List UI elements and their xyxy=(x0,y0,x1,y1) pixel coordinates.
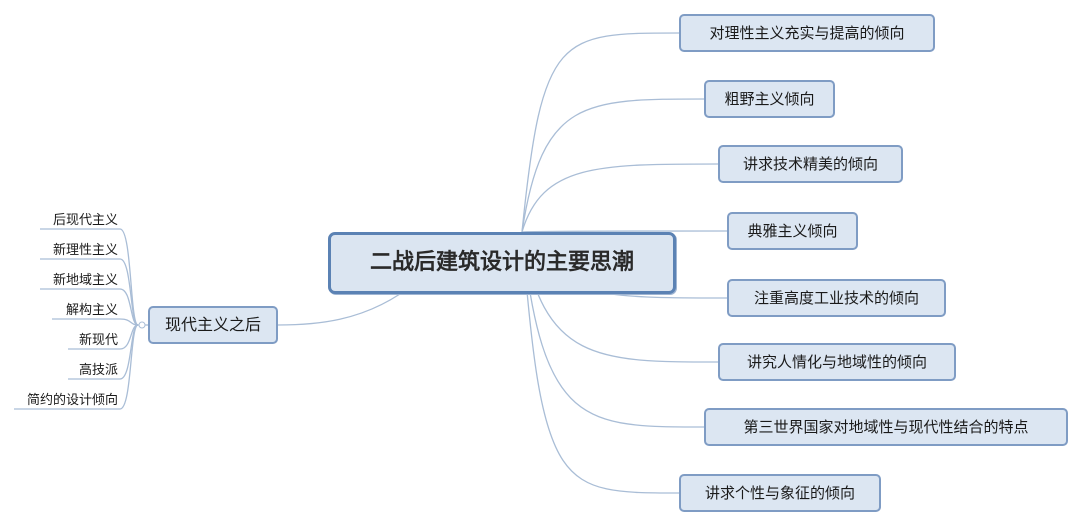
connector-leaf-3 xyxy=(52,318,139,326)
branch-third-world[interactable]: 第三世界国家对地域性与现代性结合的特点 xyxy=(704,408,1068,446)
branch-technical-refinement[interactable]: 讲求技术精美的倾向 xyxy=(718,145,903,183)
connector-right-0 xyxy=(521,32,680,233)
connector-right-7 xyxy=(521,231,680,494)
collapse-handle[interactable] xyxy=(138,321,146,329)
connector-right-1 xyxy=(521,98,705,233)
connector-leaf-2 xyxy=(40,288,139,326)
branch-rationalism[interactable]: 对理性主义充实与提高的倾向 xyxy=(679,14,935,52)
leaf-neo-rationalism[interactable]: 新理性主义 xyxy=(52,243,118,258)
leaf-high-tech[interactable]: 高技派 xyxy=(78,363,118,378)
leaf-neo-regionalism[interactable]: 新地域主义 xyxy=(52,273,118,288)
leaf-deconstructivism[interactable]: 解构主义 xyxy=(65,303,118,318)
connector-right-6 xyxy=(521,231,705,428)
connector-root-left xyxy=(277,293,401,326)
branch-post-modernism-era[interactable]: 现代主义之后 xyxy=(148,306,278,344)
connector-leaf-6 xyxy=(14,324,139,410)
leaf-minimalism[interactable]: 简约的设计倾向 xyxy=(26,393,118,408)
branch-formalism[interactable]: 典雅主义倾向 xyxy=(727,212,858,250)
root-topic[interactable]: 二战后建筑设计的主要思潮 xyxy=(328,232,676,294)
connector-right-2 xyxy=(521,163,719,233)
branch-individuality-symbolism[interactable]: 讲求个性与象征的倾向 xyxy=(679,474,881,512)
connector-right-3 xyxy=(521,230,728,233)
leaf-neo-modern[interactable]: 新现代 xyxy=(78,333,118,348)
branch-humanization-regionalism[interactable]: 讲究人情化与地域性的倾向 xyxy=(718,343,956,381)
leaf-postmodernism[interactable]: 后现代主义 xyxy=(52,213,118,228)
branch-brutalism[interactable]: 粗野主义倾向 xyxy=(704,80,835,118)
branch-high-tech[interactable]: 注重高度工业技术的倾向 xyxy=(727,279,946,317)
